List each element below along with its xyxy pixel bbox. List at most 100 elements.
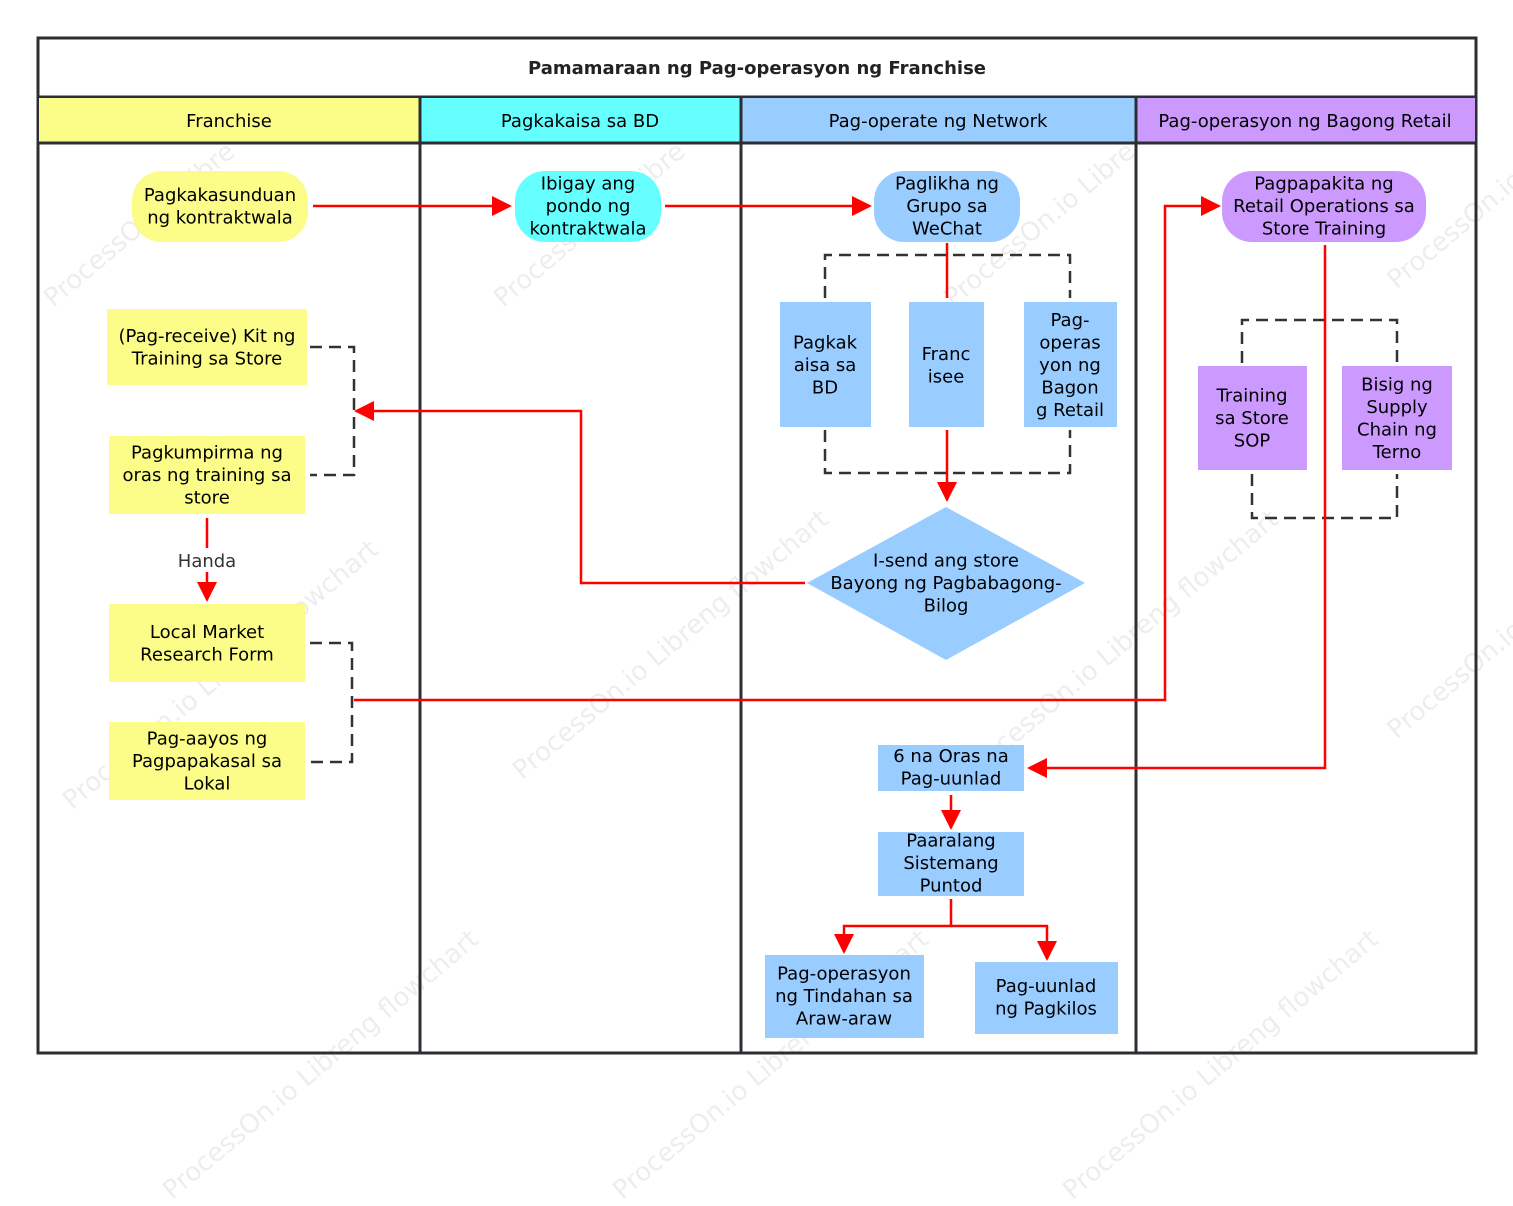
node-label-line: ng kontraktwala [147, 207, 293, 228]
lane-label-network: Pag-operate ng Network [829, 111, 1048, 132]
node-label-line: yon ng [1039, 355, 1101, 376]
node-label-line: pondo ng [546, 196, 631, 217]
node-label-line: operas [1039, 333, 1100, 354]
diagram-title: Pamamaraan ng Pag-operasyon ng Franchise [528, 58, 986, 79]
node-label-line: store [184, 488, 230, 509]
edge-retail-training-to-six-hours [1027, 245, 1327, 778]
node-label-line: sa Store [1215, 408, 1289, 429]
node-label-line: isee [928, 366, 965, 387]
node-label-line: Pagpapakasal sa [132, 751, 282, 772]
node-label-line: Pag-aayos ng [147, 729, 268, 750]
node-label-line: ng Tindahan sa [775, 986, 913, 1007]
node-label-line: Araw-araw [796, 1009, 892, 1030]
bracket-wechat-top [823, 253, 1072, 298]
node-label-line: Local Market [150, 622, 264, 643]
node-label-line: oras ng training sa [123, 465, 292, 486]
lane-header-franchise: Franchise [39, 98, 420, 143]
node-label-line: Chain ng [1357, 419, 1437, 440]
node-label-line: kontraktwala [530, 219, 647, 240]
node-label-line: Bayong ng Pagbabagong- [830, 573, 1061, 594]
lane-header-retail: Pag-operasyon ng Bagong Retail [1136, 98, 1475, 143]
node-label-line: Pagkumpirma ng [131, 443, 283, 464]
edge-school-to-develop [951, 924, 1057, 961]
edge-send-to-kit [354, 401, 805, 585]
node-label-line: Bisig ng [1361, 374, 1433, 395]
flowchart-canvas: Pamamaraan ng Pag-operasyon ng Franchise… [36, 36, 1478, 1055]
node-label-line: SOP [1234, 431, 1271, 452]
node-label-line: Retail Operations sa [1233, 196, 1415, 217]
node-label-line: ng Pagkilos [995, 998, 1097, 1019]
node-label-line: Franc [922, 344, 971, 365]
node-label-line: Pag-uunlad [901, 768, 1002, 789]
node-label-line: Paaralang [906, 831, 995, 852]
lane-label-franchise: Franchise [186, 111, 272, 132]
edge-label-ready: Handa [178, 551, 236, 572]
bracket-kit-confirm [310, 345, 356, 477]
node-label-line: Supply [1366, 397, 1428, 418]
lane-label-retail: Pag-operasyon ng Bagong Retail [1158, 111, 1451, 132]
bracket-wechat-bottom [823, 430, 1072, 475]
lane-header-network: Pag-operate ng Network [741, 98, 1136, 143]
node-label-line: BD [812, 378, 838, 399]
lane-label-bd: Pagkakaisa sa BD [501, 111, 659, 132]
node-label-line: Paglikha ng [895, 174, 999, 195]
diagram-frame [36, 36, 1478, 1055]
node-label-line: Pag-uunlad [996, 976, 1097, 997]
node-label-line: Research Form [140, 644, 274, 665]
node-label-line: g Retail [1036, 400, 1104, 421]
bracket-market-marriage [310, 641, 354, 764]
node-label-line: Puntod [920, 876, 983, 897]
node-label-line: Training sa Store [131, 348, 282, 369]
node-label-line: Training [1215, 386, 1287, 407]
node-label-line: Ibigay ang [541, 174, 635, 195]
node-label-line: Grupo sa [906, 196, 987, 217]
node-label-line: Pagpapakita ng [1254, 174, 1393, 195]
edge-market-to-retail-training [354, 196, 1221, 702]
node-label-line: Pagkakasunduan [144, 185, 296, 206]
node-label-line: I-send ang store [873, 551, 1019, 572]
node-label-line: Sistemang [903, 853, 998, 874]
lane-header-bd: Pagkakaisa sa BD [420, 98, 741, 143]
node-label-line: Bagon [1041, 378, 1098, 399]
node-label-line: Pag-operasyon [777, 964, 911, 985]
node-label-line: Store Training [1262, 219, 1386, 240]
node-label-line: (Pag-receive) Kit ng [119, 326, 296, 347]
node-label-line: Terno [1372, 442, 1422, 463]
node-label-line: Pag- [1051, 310, 1090, 331]
